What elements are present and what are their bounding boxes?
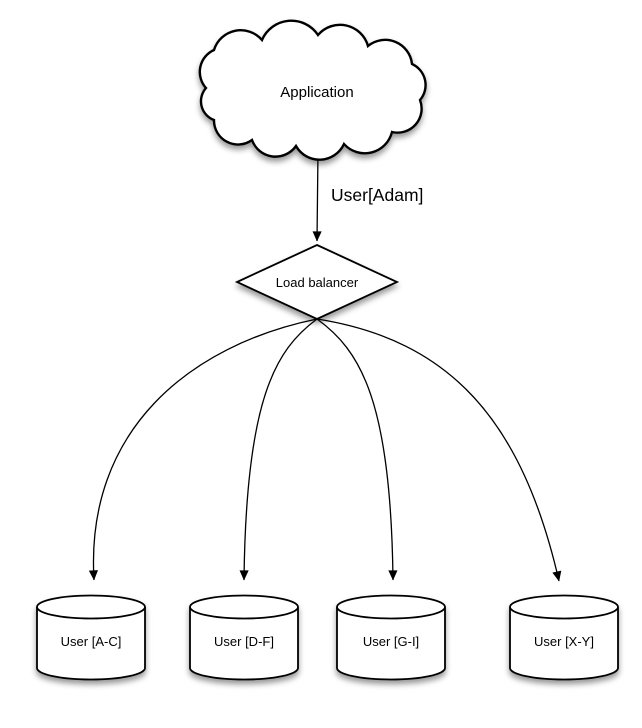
diamond-shape	[234, 244, 400, 320]
node-shard-gi: User [G-I]	[336, 594, 446, 681]
edge-balancer-to-shard-gi	[316, 318, 398, 581]
load-balancer-label: Load balancer	[276, 275, 359, 290]
cylinder-top	[36, 594, 146, 620]
cylinder-body	[36, 607, 146, 681]
node-shard-xy: User [X-Y]	[509, 594, 619, 681]
cylinder-body	[336, 607, 446, 681]
edge-application-to-balancer	[312, 149, 322, 242]
cylinder-top	[509, 594, 619, 620]
node-shard-ac: User [A-C]	[36, 594, 146, 681]
cloud-shape	[198, 19, 427, 161]
node-shard-df: User [D-F]	[189, 594, 299, 681]
node-application-cloud: Application	[198, 19, 427, 161]
edge-balancer-to-shard-xy	[316, 318, 562, 582]
edge-balancer-to-shard-df	[239, 318, 318, 581]
shard-ac-label: User [A-C]	[61, 634, 122, 649]
cylinder-top	[336, 594, 446, 620]
shard-xy-label: User [X-Y]	[534, 634, 594, 649]
node-load-balancer: Load balancer	[234, 244, 400, 320]
cylinder-body	[189, 607, 299, 681]
application-label: Application	[280, 84, 353, 101]
cylinder-body	[509, 607, 619, 681]
cylinder-top	[189, 594, 299, 620]
edge-user-adam-label: User[Adam]	[331, 185, 423, 205]
shard-df-label: User [D-F]	[214, 634, 274, 649]
edge-balancer-to-shard-ac	[88, 318, 318, 581]
shard-gi-label: User [G-I]	[363, 634, 419, 649]
